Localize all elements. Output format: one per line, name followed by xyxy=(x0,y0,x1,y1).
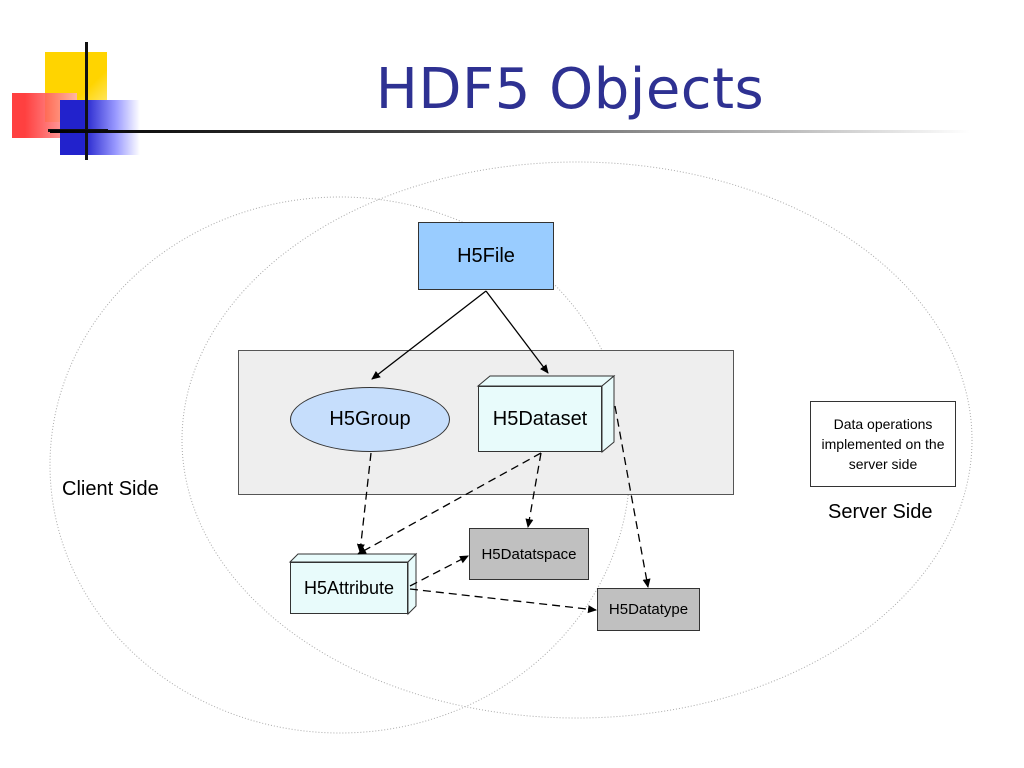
server-side-label: Server Side xyxy=(828,501,933,523)
h5attribute-node: H5Attribute xyxy=(290,562,408,614)
title-underline xyxy=(50,130,970,133)
arrow-dataset-to-attribute xyxy=(357,452,542,555)
h5file-node: H5File xyxy=(418,222,554,290)
slide-title: HDF5 Objects xyxy=(375,57,765,122)
h5dataset-node: H5Dataset xyxy=(478,386,602,452)
server-operations-note: Data operations implemented on the serve… xyxy=(810,401,956,487)
h5dataspace-node: H5Datatspace xyxy=(469,528,589,580)
server-side-region xyxy=(181,161,973,719)
client-side-label: Client Side xyxy=(62,478,159,500)
h5datatype-node: H5Datatype xyxy=(597,588,700,631)
dataset-top-face xyxy=(476,375,616,387)
attribute-side-face xyxy=(407,552,417,616)
dataset-side-face xyxy=(601,374,615,454)
decorative-blue-square xyxy=(60,100,140,155)
arrow-file-to-group xyxy=(371,290,487,380)
arrow-group-to-attribute xyxy=(356,452,372,553)
arrow-attribute-to-dataspace xyxy=(409,555,469,587)
h5group-node: H5Group xyxy=(290,387,450,452)
arrow-file-to-dataset xyxy=(485,290,549,374)
arrow-dataset-to-dataspace xyxy=(525,452,542,528)
arrow-attribute-to-datatype xyxy=(409,588,597,614)
decorative-vertical-line xyxy=(85,42,88,160)
attribute-top-face xyxy=(288,553,418,563)
arrow-dataset-to-datatype xyxy=(614,405,651,588)
